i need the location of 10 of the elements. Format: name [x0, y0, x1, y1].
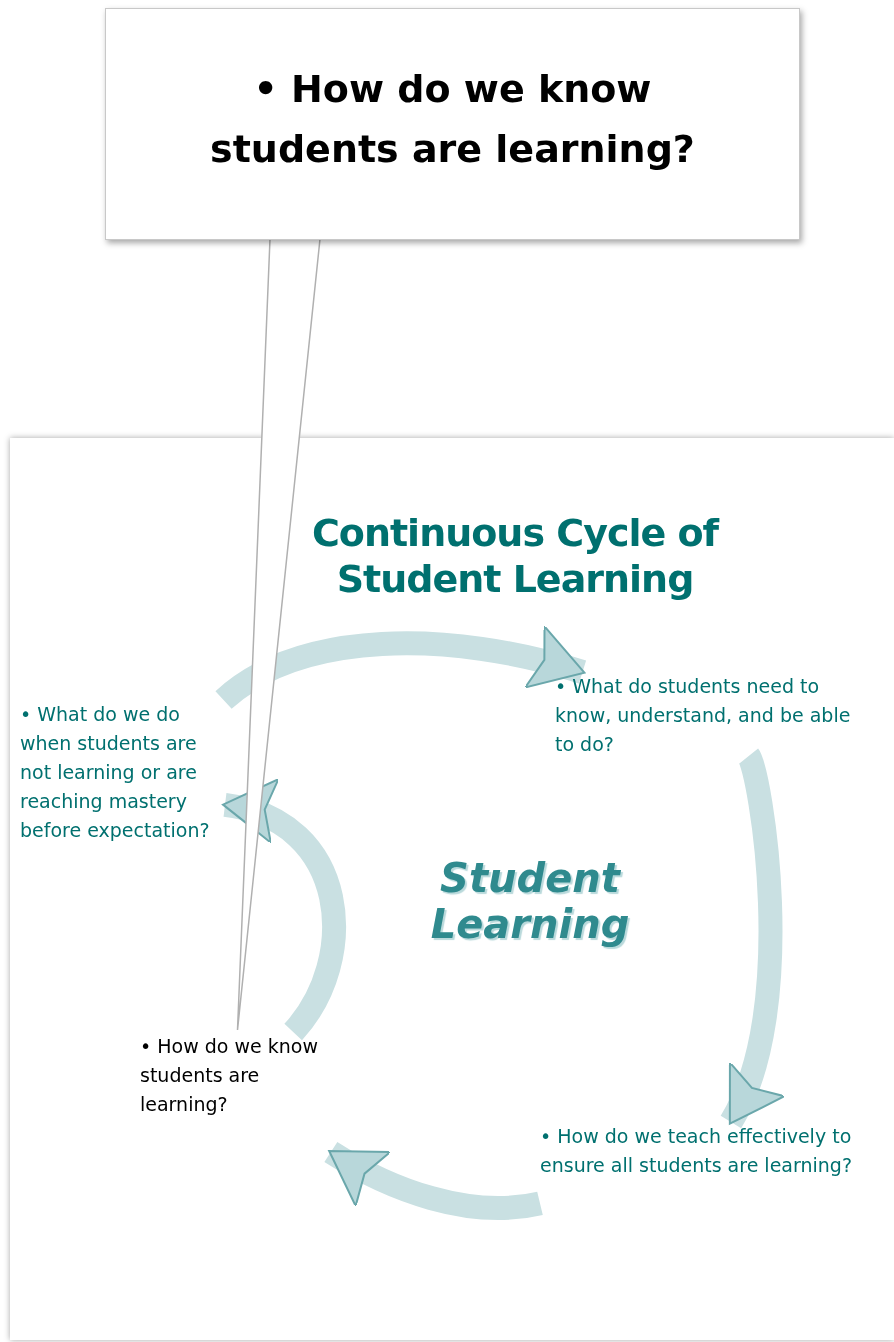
center-label: Student Learning [400, 855, 660, 947]
question-text: • How do we teach effectively to ensure all students are learning? [540, 1122, 870, 1180]
question-text: • How do we know students are learning? [140, 1032, 335, 1119]
curved-arrow [216, 626, 586, 710]
question-text: • What do students need to know, understand, and be able to do? [555, 672, 875, 759]
question-text: • What do we do when students are not learning or are reaching mastery before expectation? [20, 700, 225, 845]
curved-arrow [720, 751, 783, 1128]
curved-arrow [324, 1141, 543, 1220]
callout-box: • How do we know students are learning? [105, 8, 800, 240]
title: Continuous Cycle of Student Learning [310, 510, 721, 602]
